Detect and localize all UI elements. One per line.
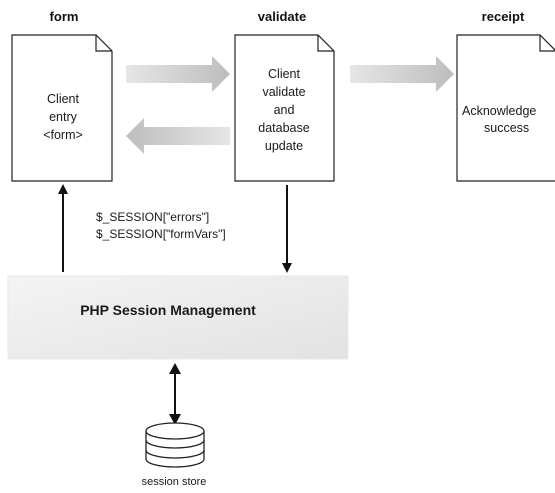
php-session-management-box: PHP Session Management: [7, 275, 349, 360]
receipt-document: Acknowledge success: [456, 34, 555, 182]
validate-title: validate: [258, 9, 306, 24]
validate-line-2: validate: [262, 85, 305, 99]
form-line-1: Client: [47, 92, 79, 106]
validate-line-4: database: [258, 121, 309, 135]
receipt-title: receipt: [482, 9, 525, 24]
form-to-validate-arrow: [126, 56, 230, 92]
form-document: Client entry <form>: [11, 34, 113, 182]
validate-to-form-arrow: [126, 118, 230, 154]
form-line-3: <form>: [43, 128, 83, 142]
validate-to-receipt-arrow: [350, 56, 454, 92]
validate-line-5: update: [265, 139, 303, 153]
php-session-management-label: PHP Session Management: [80, 302, 256, 318]
receipt-line-2: success: [484, 121, 529, 135]
receipt-line-1: Acknowledge: [462, 104, 536, 118]
database-icon: [145, 422, 205, 468]
validate-line-1: Client: [268, 67, 300, 81]
session-store-link: [169, 363, 181, 425]
session-var-formvars: $_SESSION["formVars"]: [96, 227, 226, 241]
form-line-2: entry: [49, 110, 78, 124]
validate-document: Client validate and database update: [234, 34, 335, 182]
validate-line-3: and: [274, 103, 295, 117]
session-store-label: session store: [142, 476, 207, 488]
session-var-errors: $_SESSION["errors"]: [96, 210, 209, 224]
form-title: form: [50, 9, 79, 24]
